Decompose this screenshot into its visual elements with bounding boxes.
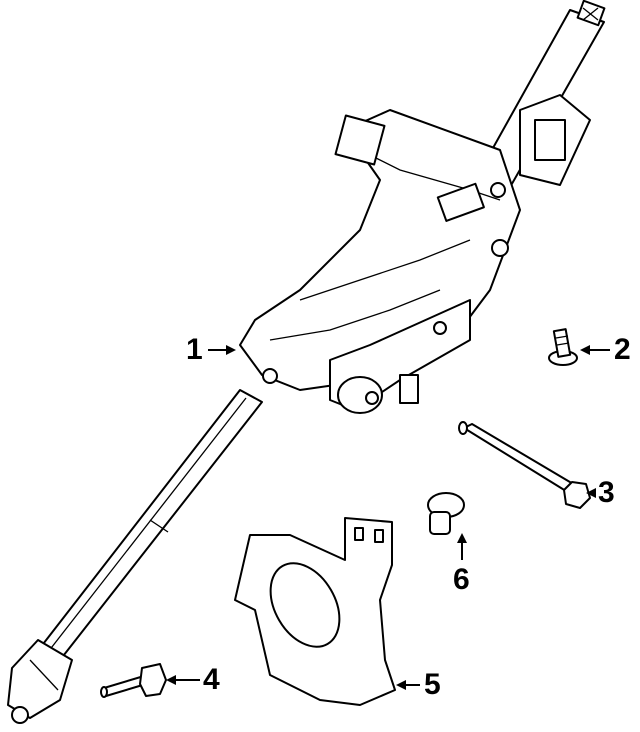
- callout-6: 6: [453, 563, 470, 596]
- callout-1: 1: [186, 333, 203, 366]
- column-cover: [234, 517, 396, 706]
- bolt-4: [100, 663, 167, 698]
- steering-column-assembly: [7, 0, 606, 724]
- callout-3: 3: [598, 476, 615, 509]
- push-pin: [427, 492, 465, 535]
- callout-2: 2: [614, 333, 631, 366]
- callout-arrows: [166, 345, 610, 690]
- long-bolt: [458, 421, 591, 509]
- callout-5: 5: [424, 668, 441, 701]
- stud-bolt: [548, 328, 578, 366]
- callout-4: 4: [203, 663, 220, 696]
